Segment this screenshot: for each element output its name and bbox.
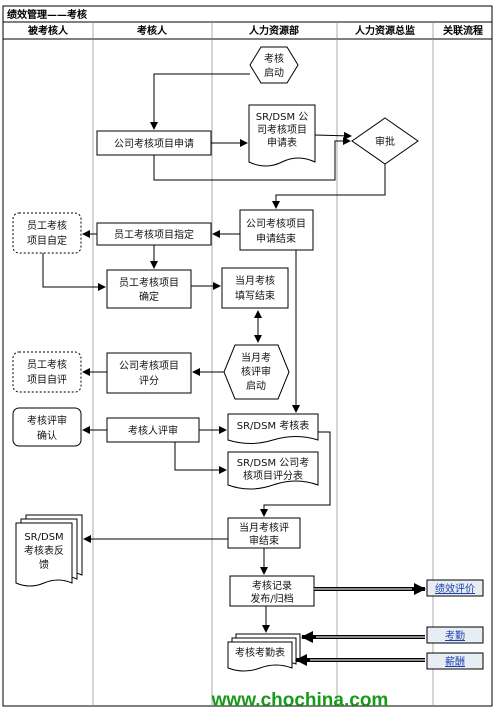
svg-text:项目自评: 项目自评	[27, 373, 67, 386]
node-sr-score: SR/DSM 公司考 核项目评分表	[227, 451, 319, 490]
svg-text:考核表反: 考核表反	[24, 544, 64, 557]
svg-text:SR/DSM 公司考: SR/DSM 公司考	[237, 457, 310, 469]
node-sr-feedback: SR/DSM 考核表反 馈	[15, 514, 83, 587]
svg-text:考核: 考核	[264, 52, 284, 65]
svg-text:薪酬: 薪酬	[445, 656, 465, 668]
svg-text:当月考: 当月考	[241, 351, 271, 364]
svg-text:发布/归档: 发布/归档	[250, 592, 293, 605]
svg-text:考勤: 考勤	[445, 629, 465, 642]
svg-text:考核评审: 考核评审	[27, 414, 67, 427]
node-month-start: 当月考 核评审 启动	[223, 344, 290, 400]
svg-text:公司考核项目: 公司考核项目	[119, 359, 179, 372]
svg-text:SR/DSM 考核表: SR/DSM 考核表	[237, 419, 310, 432]
node-self-eval: 员工考核 项目自评	[12, 351, 82, 393]
node-assign: 员工考核项目指定	[96, 222, 212, 246]
svg-text:公司考核项目申请: 公司考核项目申请	[114, 137, 194, 150]
svg-text:核项目评分表: 核项目评分表	[243, 469, 303, 482]
svg-text:评分: 评分	[139, 375, 159, 387]
svg-text:审结束: 审结束	[249, 534, 279, 547]
svg-text:考核考勤表: 考核考勤表	[235, 646, 285, 659]
lane-header-related: 关联流程	[443, 24, 483, 37]
svg-text:员工考核项目指定: 员工考核项目指定	[114, 228, 194, 241]
svg-text:公司考核项目: 公司考核项目	[246, 217, 306, 230]
node-attendance-table: 考核考勤表	[227, 633, 301, 672]
node-sr-form: SR/DSM 公 司考核项目 申请表	[248, 104, 316, 167]
svg-text:确认: 确认	[37, 429, 57, 442]
svg-text:SR/DSM 公: SR/DSM 公	[256, 112, 309, 123]
node-apply-end: 公司考核项目 申请结束	[239, 209, 314, 251]
lane-header-hr-dept: 人力资源部	[249, 24, 299, 37]
svg-text:确定: 确定	[139, 290, 159, 303]
lane-header-hr-director: 人力资源总监	[355, 24, 415, 37]
svg-text:审批: 审批	[375, 135, 395, 148]
svg-text:考核人评审: 考核人评审	[128, 424, 178, 437]
node-review-confirm: 考核评审 确认	[12, 407, 82, 447]
svg-text:馈: 馈	[39, 558, 49, 571]
svg-text:申请表: 申请表	[267, 136, 297, 149]
svg-text:司考核项目: 司考核项目	[257, 123, 307, 136]
node-company-score: 公司考核项目 评分	[106, 352, 192, 394]
svg-text:核评审: 核评审	[241, 365, 271, 378]
related-attendance[interactable]: 考勤	[426, 626, 484, 644]
svg-text:当月考核: 当月考核	[235, 274, 275, 287]
node-month-end: 当月考核评 审结束	[227, 517, 301, 549]
svg-text:申请结束: 申请结束	[256, 232, 296, 245]
svg-text:考核记录: 考核记录	[252, 579, 292, 592]
node-start: 考核 启动	[249, 46, 299, 84]
related-perf-eval[interactable]: 绩效评价	[426, 579, 484, 597]
node-approve: 审批	[351, 117, 419, 165]
svg-text:员工考核: 员工考核	[27, 219, 67, 232]
svg-text:启动: 启动	[264, 66, 284, 79]
node-record: 考核记录 发布/归档	[229, 575, 315, 607]
related-connectors	[295, 583, 426, 666]
svg-text:员工考核: 员工考核	[27, 358, 67, 371]
svg-text:项目自定: 项目自定	[27, 234, 67, 247]
svg-text:当月考核评: 当月考核评	[239, 521, 289, 534]
diagram-title: 绩效管理——考核	[7, 8, 87, 21]
node-reviewer: 考核人评审	[106, 417, 200, 443]
svg-text:填写结束: 填写结束	[235, 289, 275, 302]
svg-text:员工考核项目: 员工考核项目	[119, 276, 179, 289]
connectors	[42, 73, 386, 633]
related-salary[interactable]: 薪酬	[426, 652, 484, 670]
svg-text:启动: 启动	[246, 379, 266, 392]
watermark: www.chochina.com	[211, 690, 389, 711]
node-self-set: 员工考核 项目自定	[12, 212, 82, 254]
node-sr-table: SR/DSM 考核表	[227, 413, 319, 444]
node-confirm: 员工考核项目 确定	[106, 269, 192, 309]
svg-text:SR/DSM: SR/DSM	[24, 532, 63, 543]
lane-header-appraisee: 被考核人	[28, 24, 69, 37]
lane-header-appraiser: 考核人	[137, 24, 168, 37]
node-fill-end: 当月考核 填写结束	[221, 267, 289, 309]
svg-text:绩效评价: 绩效评价	[435, 582, 475, 595]
node-apply: 公司考核项目申请	[96, 130, 212, 156]
